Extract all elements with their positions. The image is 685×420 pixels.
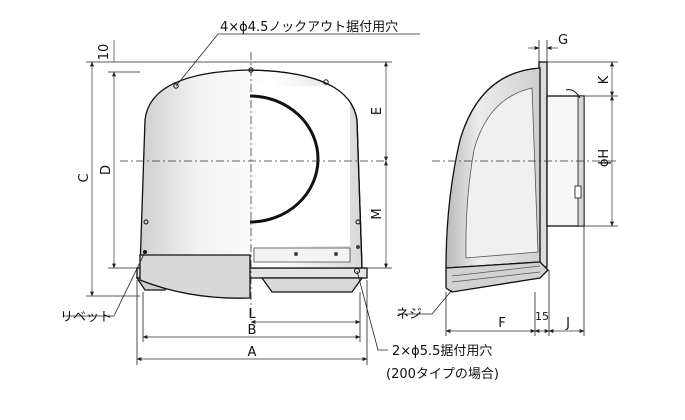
dim-M-label: M <box>370 208 385 219</box>
dim-B-label: B <box>248 323 257 338</box>
dim-ten-label: 10 <box>97 44 112 61</box>
knockout-holes-callout: 4×ϕ4.5ノックアウト据付用穴 <box>220 20 398 35</box>
dim-K-label: K <box>597 75 612 84</box>
front-dimension-lines <box>90 40 388 361</box>
rivet-callout: リベット <box>60 310 112 325</box>
mount-holes-note: (200タイプの場合) <box>386 367 499 382</box>
front-base-foot-right <box>260 277 364 293</box>
side-hood-inner <box>465 87 539 259</box>
screw-callout: ネジ <box>396 307 422 322</box>
side-extension-lines <box>445 40 618 336</box>
dim-E-label: E <box>370 107 385 115</box>
knockout-hole-top-right <box>323 79 329 85</box>
dim-J-label: J <box>565 316 570 331</box>
dim-L-label: L <box>248 307 256 322</box>
dim-A-label: A <box>248 345 257 360</box>
knockout-hole-side-right <box>355 219 361 225</box>
knockout-hole-side-left <box>143 219 149 225</box>
side-dimension-lines <box>445 46 614 333</box>
dim-H-label: ϕH <box>597 149 612 167</box>
front-view <box>120 52 386 320</box>
leader-lines <box>64 33 453 351</box>
dim-D-label: D <box>99 165 114 175</box>
dim-F-label: F <box>498 316 505 331</box>
front-hood-right-edge <box>249 69 363 269</box>
side-view <box>432 61 616 293</box>
knockout-hole-top-left <box>173 83 179 89</box>
front-inner-bracket <box>253 247 351 263</box>
front-hood-skirt <box>139 254 251 299</box>
dim-fifteen-label: 15 <box>535 310 549 323</box>
mount-hole-mark <box>354 268 360 274</box>
dim-C-label: C <box>77 173 92 182</box>
dim-G-label: G <box>558 33 568 48</box>
front-duct-circle <box>249 94 320 224</box>
mount-holes-callout: 2×ϕ5.5据付用穴 <box>392 344 492 359</box>
